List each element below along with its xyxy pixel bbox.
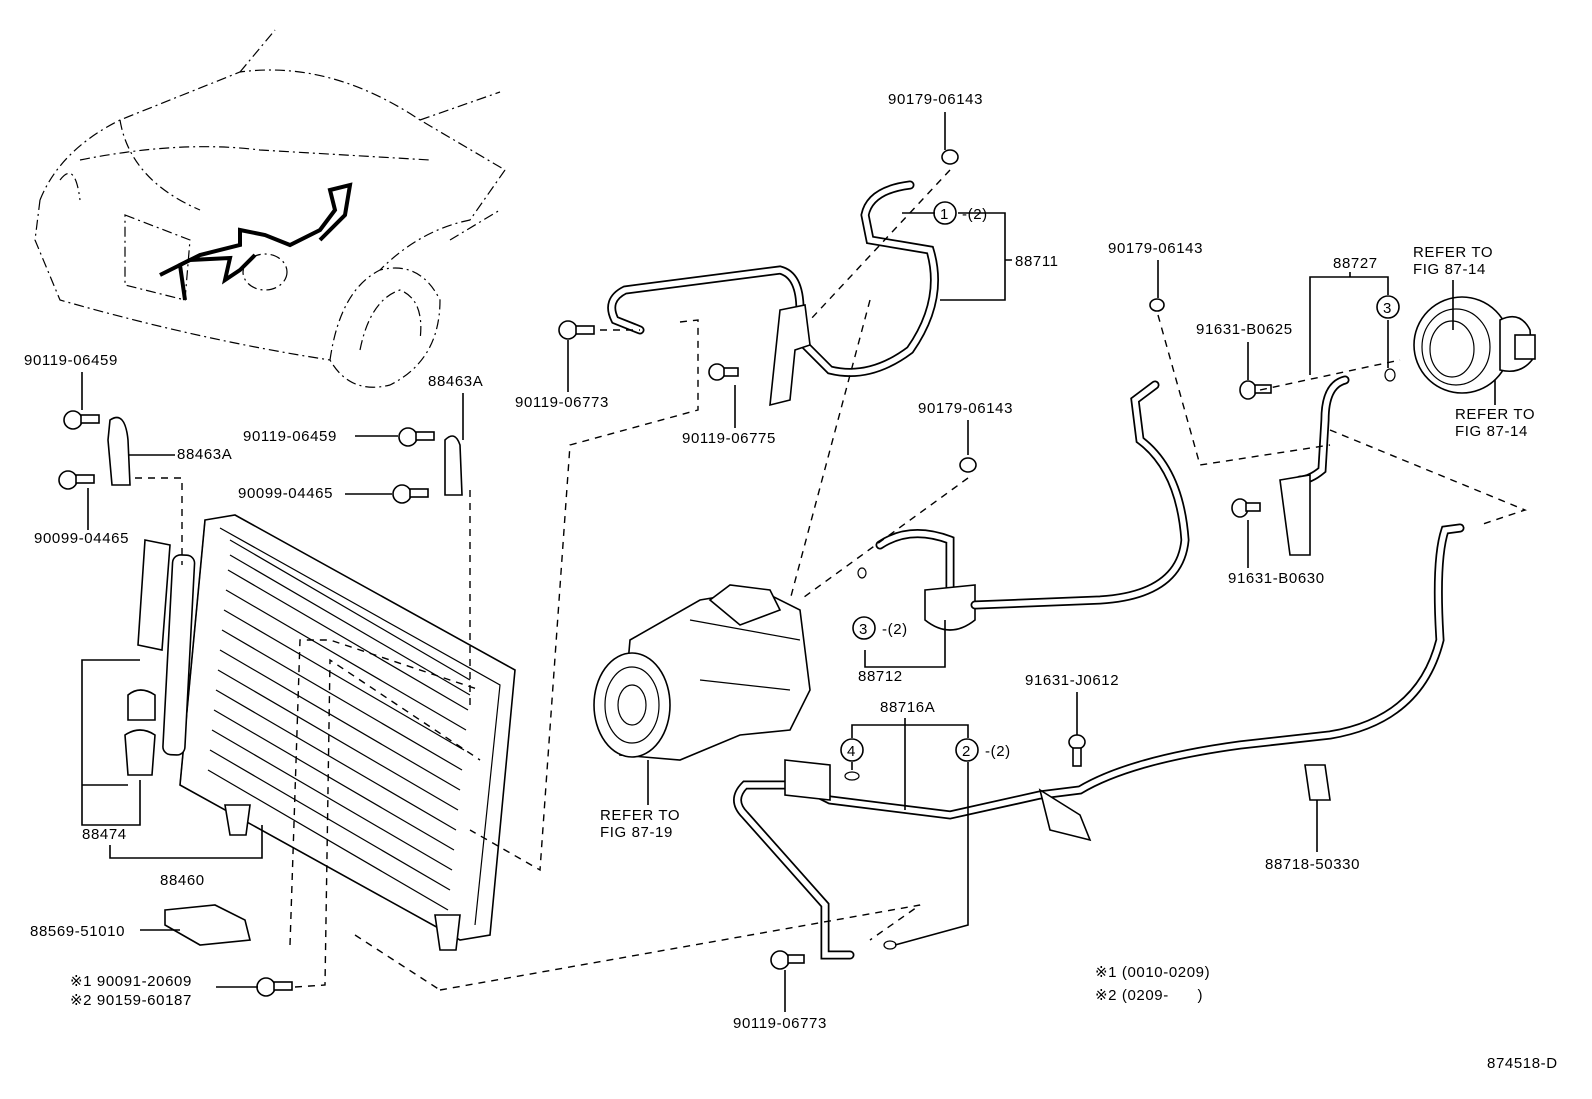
label-bolt-alt-2[interactable]: ※2 90159-60187 bbox=[70, 992, 192, 1009]
label-nut-mid[interactable]: 90179-06143 bbox=[918, 400, 1013, 417]
label-b0625[interactable]: 91631-B0625 bbox=[1196, 321, 1293, 338]
label-bolt-04465-left[interactable]: 90099-04465 bbox=[34, 530, 129, 547]
label-88727[interactable]: 88727 bbox=[1333, 255, 1378, 272]
label-88569[interactable]: 88569-51010 bbox=[30, 923, 125, 940]
label-88711[interactable]: 88711 bbox=[1015, 253, 1059, 270]
refer-comp-line2[interactable]: FIG 87-19 bbox=[600, 824, 673, 841]
callout-circle-4 bbox=[840, 738, 864, 762]
callout-2: 2 bbox=[962, 743, 971, 760]
label-88474[interactable]: 88474 bbox=[82, 826, 127, 843]
label-j0612[interactable]: 91631-J0612 bbox=[1025, 672, 1119, 689]
refer-right-line2[interactable]: FIG 87-14 bbox=[1455, 423, 1528, 440]
refer-comp-line1: REFER TO bbox=[600, 807, 680, 824]
callout-3-top: 3 bbox=[1383, 300, 1392, 317]
label-88463a-left[interactable]: 88463A bbox=[177, 446, 232, 463]
refer-top-line2[interactable]: FIG 87-14 bbox=[1413, 261, 1486, 278]
label-bolt-06459-right[interactable]: 90119-06459 bbox=[243, 428, 337, 445]
callout-circle-1 bbox=[933, 201, 957, 225]
label-88463a-right[interactable]: 88463A bbox=[428, 373, 483, 390]
refer-top-line1: REFER TO bbox=[1413, 244, 1493, 261]
guide-lines bbox=[135, 169, 1528, 991]
label-88460[interactable]: 88460 bbox=[160, 872, 205, 889]
label-b0630[interactable]: 91631-B0630 bbox=[1228, 570, 1325, 587]
condenser-88460 bbox=[124, 514, 516, 951]
callout-1-qty: -(2) bbox=[962, 206, 988, 223]
expansion-valve bbox=[1413, 296, 1536, 394]
callout-2-qty: -(2) bbox=[985, 743, 1011, 760]
compressor bbox=[593, 584, 811, 761]
label-bolt-06773-top[interactable]: 90119-06773 bbox=[515, 394, 609, 411]
refer-right-line1: REFER TO bbox=[1455, 406, 1535, 423]
callout-3-mid: 3 bbox=[859, 621, 868, 638]
label-88716a[interactable]: 88716A bbox=[880, 699, 935, 716]
label-nut-top[interactable]: 90179-06143 bbox=[888, 91, 983, 108]
callout-3-mid-qty: -(2) bbox=[882, 621, 908, 638]
callout-circle-3-top bbox=[1376, 295, 1400, 319]
callout-circle-3-mid bbox=[852, 616, 876, 640]
label-88718[interactable]: 88718-50330 bbox=[1265, 856, 1360, 873]
label-bolt-04465-right[interactable]: 90099-04465 bbox=[238, 485, 333, 502]
vehicle-outline bbox=[34, 29, 506, 388]
note-1: ※1 (0010-0209) bbox=[1095, 964, 1210, 981]
label-88712[interactable]: 88712 bbox=[858, 668, 903, 685]
note-2: ※2 (0209- ) bbox=[1095, 987, 1203, 1004]
leader-lines bbox=[81, 112, 1496, 1012]
label-nut-mid-right[interactable]: 90179-06143 bbox=[1108, 240, 1203, 257]
hoses bbox=[607, 180, 1465, 960]
label-bolt-06459-left[interactable]: 90119-06459 bbox=[24, 352, 118, 369]
part-labels: 90179-06143 88711 90119-06773 90119-0677… bbox=[24, 91, 1558, 1072]
label-bolt-06775[interactable]: 90119-06775 bbox=[682, 430, 776, 447]
callouts: 1 -(2) 3 3 -(2) 4 2 -(2) bbox=[840, 201, 1400, 762]
fasteners bbox=[58, 149, 1396, 997]
label-bolt-06773-bottom[interactable]: 90119-06773 bbox=[733, 1015, 827, 1032]
callout-circle-2 bbox=[955, 738, 979, 762]
callout-4: 4 bbox=[847, 743, 856, 760]
figure-id: 874518-D bbox=[1487, 1055, 1558, 1072]
label-bolt-alt-1[interactable]: ※1 90091-20609 bbox=[70, 973, 192, 990]
callout-1: 1 bbox=[940, 206, 949, 223]
